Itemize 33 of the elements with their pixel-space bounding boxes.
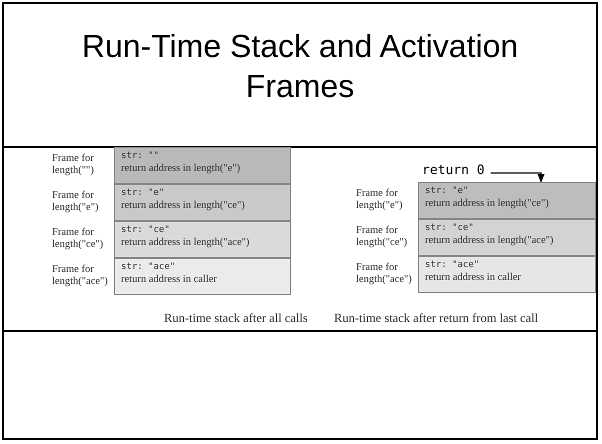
frame-label: Frame for length("ace") xyxy=(356,262,413,286)
return-address-text: return address in length("ce") xyxy=(425,197,550,210)
arrow xyxy=(490,172,545,183)
caption: Run-time stack after all calls xyxy=(164,310,308,326)
slide-title: Run-Time Stack and Activation Frames xyxy=(80,27,520,106)
return-address-text: return address in length("ce") xyxy=(121,199,246,212)
variable-text: str: "e" xyxy=(121,187,166,199)
frame-label: Frame for length("ace") xyxy=(52,264,109,288)
variable-text: str: "ce" xyxy=(425,222,475,234)
variable-text: str: "e" xyxy=(425,185,470,197)
frame-label: Frame for length("e") xyxy=(356,188,404,212)
frame-box xyxy=(114,221,291,258)
return-address-text: return address in caller xyxy=(425,271,522,284)
return-address-text: return address in caller xyxy=(121,273,218,286)
frame-label: Frame for length("") xyxy=(52,153,95,177)
frame-label: Frame for length("ce") xyxy=(52,227,104,251)
variable-text: str: "ace" xyxy=(425,259,480,271)
frame-label: Frame for length("e") xyxy=(52,190,100,214)
return-address-text: return address in length("ace") xyxy=(121,236,250,249)
frame-box xyxy=(114,147,291,184)
frame-box xyxy=(418,182,596,219)
frame-box xyxy=(418,256,596,293)
frame-box xyxy=(114,258,291,295)
frame-box xyxy=(114,184,291,221)
return-address-text: return address in length("e") xyxy=(121,162,242,175)
variable-text: str: "" xyxy=(121,150,160,162)
caption: Run-time stack after return from last call xyxy=(334,310,538,326)
return-statement: return 0 xyxy=(422,163,485,179)
variable-text: str: "ce" xyxy=(121,224,171,236)
frame-label: Frame for length("ce") xyxy=(356,225,408,249)
variable-text: str: "ace" xyxy=(121,261,176,273)
return-address-text: return address in length("ace") xyxy=(425,234,554,247)
frame-box xyxy=(418,219,596,256)
